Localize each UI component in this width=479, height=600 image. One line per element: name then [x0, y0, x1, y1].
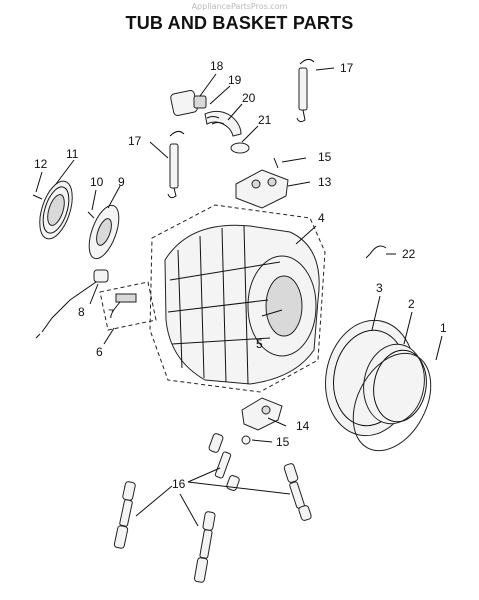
callout-21: 21: [258, 113, 272, 127]
callout-15-bottom: 15: [276, 435, 290, 449]
outer-tub: [164, 224, 320, 385]
hall-sensor: [115, 293, 137, 303]
drive-pulley: [39, 180, 73, 240]
rotor: [88, 204, 120, 260]
callout-13: 13: [318, 175, 332, 189]
callout-5: 5: [256, 337, 263, 351]
bracket-screw-top: [273, 157, 279, 169]
callout-3: 3: [376, 281, 383, 295]
callout-18: 18: [210, 59, 224, 73]
callout-2: 2: [408, 297, 415, 311]
tub-bracket: [235, 169, 289, 209]
callout-9: 9: [118, 175, 125, 189]
callout-17-left: 17: [128, 134, 142, 148]
callout-16: 16: [172, 477, 186, 491]
callout-12: 12: [34, 157, 48, 171]
callout-14: 14: [296, 419, 310, 433]
rotor-bolt: [87, 211, 95, 219]
callout-19: 19: [228, 73, 242, 87]
callout-8: 8: [78, 305, 85, 319]
tub-outline: [149, 204, 326, 393]
damper-3: [113, 481, 136, 549]
callout-1: 1: [440, 321, 447, 335]
drain-hose-assembly: [170, 89, 250, 154]
diagram-title: TUB AND BASKET PARTS: [125, 13, 354, 33]
bottom-bracket: [241, 397, 283, 431]
damper-1: [208, 433, 240, 491]
callout-11: 11: [66, 147, 79, 161]
sensor-harness: [35, 269, 109, 339]
suspension-spring-left: [167, 130, 185, 199]
callout-20: 20: [242, 91, 256, 105]
callout-15-top: 15: [318, 150, 332, 164]
damper-2: [283, 463, 312, 521]
pulley-screw: [32, 194, 43, 200]
wire-clip: [365, 245, 387, 259]
bracket-screw-bottom: [241, 435, 251, 445]
callout-6: 6: [96, 345, 103, 359]
sensor-group-outline: [99, 281, 157, 331]
callout-labels: 18 19 20 21 17 17 15 13 4 22 3 2 1 11 12…: [34, 59, 447, 491]
damper-4: [193, 511, 216, 583]
watermark: AppliancePartsPros.com: [191, 2, 288, 11]
suspension-spring-right: [296, 58, 315, 123]
callout-17-right: 17: [340, 61, 354, 75]
callout-22: 22: [402, 247, 416, 261]
leader-lines: [35, 67, 443, 527]
callout-4: 4: [318, 211, 325, 225]
tub-front-rings: [325, 319, 432, 452]
callout-10: 10: [90, 175, 104, 189]
callout-7: 7: [108, 307, 115, 321]
